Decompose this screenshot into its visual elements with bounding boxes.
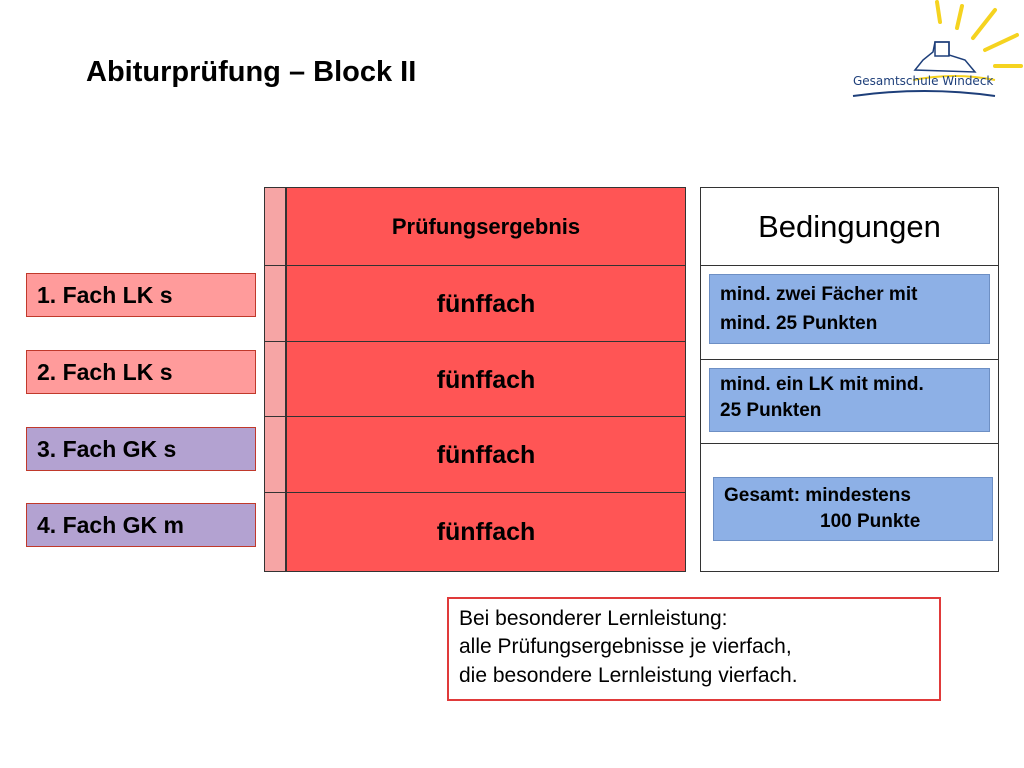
subject-2-label: 2. Fach LK s: [37, 358, 173, 385]
condition-box-1: mind. zwei Fächer mit mind. 25 Punkten: [709, 274, 990, 344]
row-divider: [265, 341, 685, 342]
condition-1-line-2: mind. 25 Punkten: [720, 312, 878, 334]
subject-4: 4. Fach GK m: [26, 503, 256, 547]
page-title: Abiturprüfung – Block II: [86, 56, 417, 88]
subject-2: 2. Fach LK s: [26, 350, 256, 394]
condition-2-line-1: mind. ein LK mit mind.: [720, 374, 924, 395]
row-divider: [265, 265, 685, 266]
condition-3-line-2: 100 Punkte: [820, 510, 921, 532]
note-line-2: alle Prüfungsergebnisse je vierfach,: [459, 635, 792, 659]
row-divider: [265, 492, 685, 493]
row-divider: [265, 416, 685, 417]
results-header: Prüfungsergebnis: [391, 214, 581, 239]
result-row-1: fünffach: [436, 289, 536, 318]
logo-text: Gesamtschule Windeck: [853, 74, 994, 88]
special-achievement-note: Bei besonderer Lernleistung: alle Prüfun…: [447, 597, 941, 701]
conditions-panel: Bedingungen mind. zwei Fächer mit mind. …: [700, 187, 999, 572]
subject-1-label: 1. Fach LK s: [37, 281, 173, 308]
note-line-1: Bei besonderer Lernleistung:: [459, 607, 728, 630]
result-row-2: fünffach: [436, 365, 536, 394]
subject-3-label: 3. Fach GK s: [37, 435, 177, 462]
condition-3-line-1: Gesamt: mindestens: [724, 485, 911, 506]
school-logo: [852, 0, 1023, 97]
conditions-divider: [701, 443, 998, 444]
conditions-divider: [701, 359, 998, 360]
condition-box-2: mind. ein LK mit mind. 25 Punkten: [709, 368, 990, 432]
condition-box-3: Gesamt: mindestens 100 Punkte: [713, 477, 993, 541]
subject-1: 1. Fach LK s: [26, 273, 256, 317]
conditions-title: Bedingungen: [758, 209, 941, 244]
conditions-divider: [701, 265, 998, 266]
result-row-4: fünffach: [436, 517, 536, 546]
subject-3: 3. Fach GK s: [26, 427, 256, 471]
results-table: Prüfungsergebnis fünffach fünffach fünff…: [264, 187, 686, 572]
results-table-side-strip: [265, 188, 287, 571]
condition-2-line-2: 25 Punkten: [720, 399, 822, 421]
condition-1-line-1: mind. zwei Fächer mit: [720, 284, 918, 305]
note-line-3: die besondere Lernleistung vierfach.: [459, 663, 798, 687]
subject-4-label: 4. Fach GK m: [37, 511, 184, 538]
result-row-3: fünffach: [436, 440, 536, 469]
